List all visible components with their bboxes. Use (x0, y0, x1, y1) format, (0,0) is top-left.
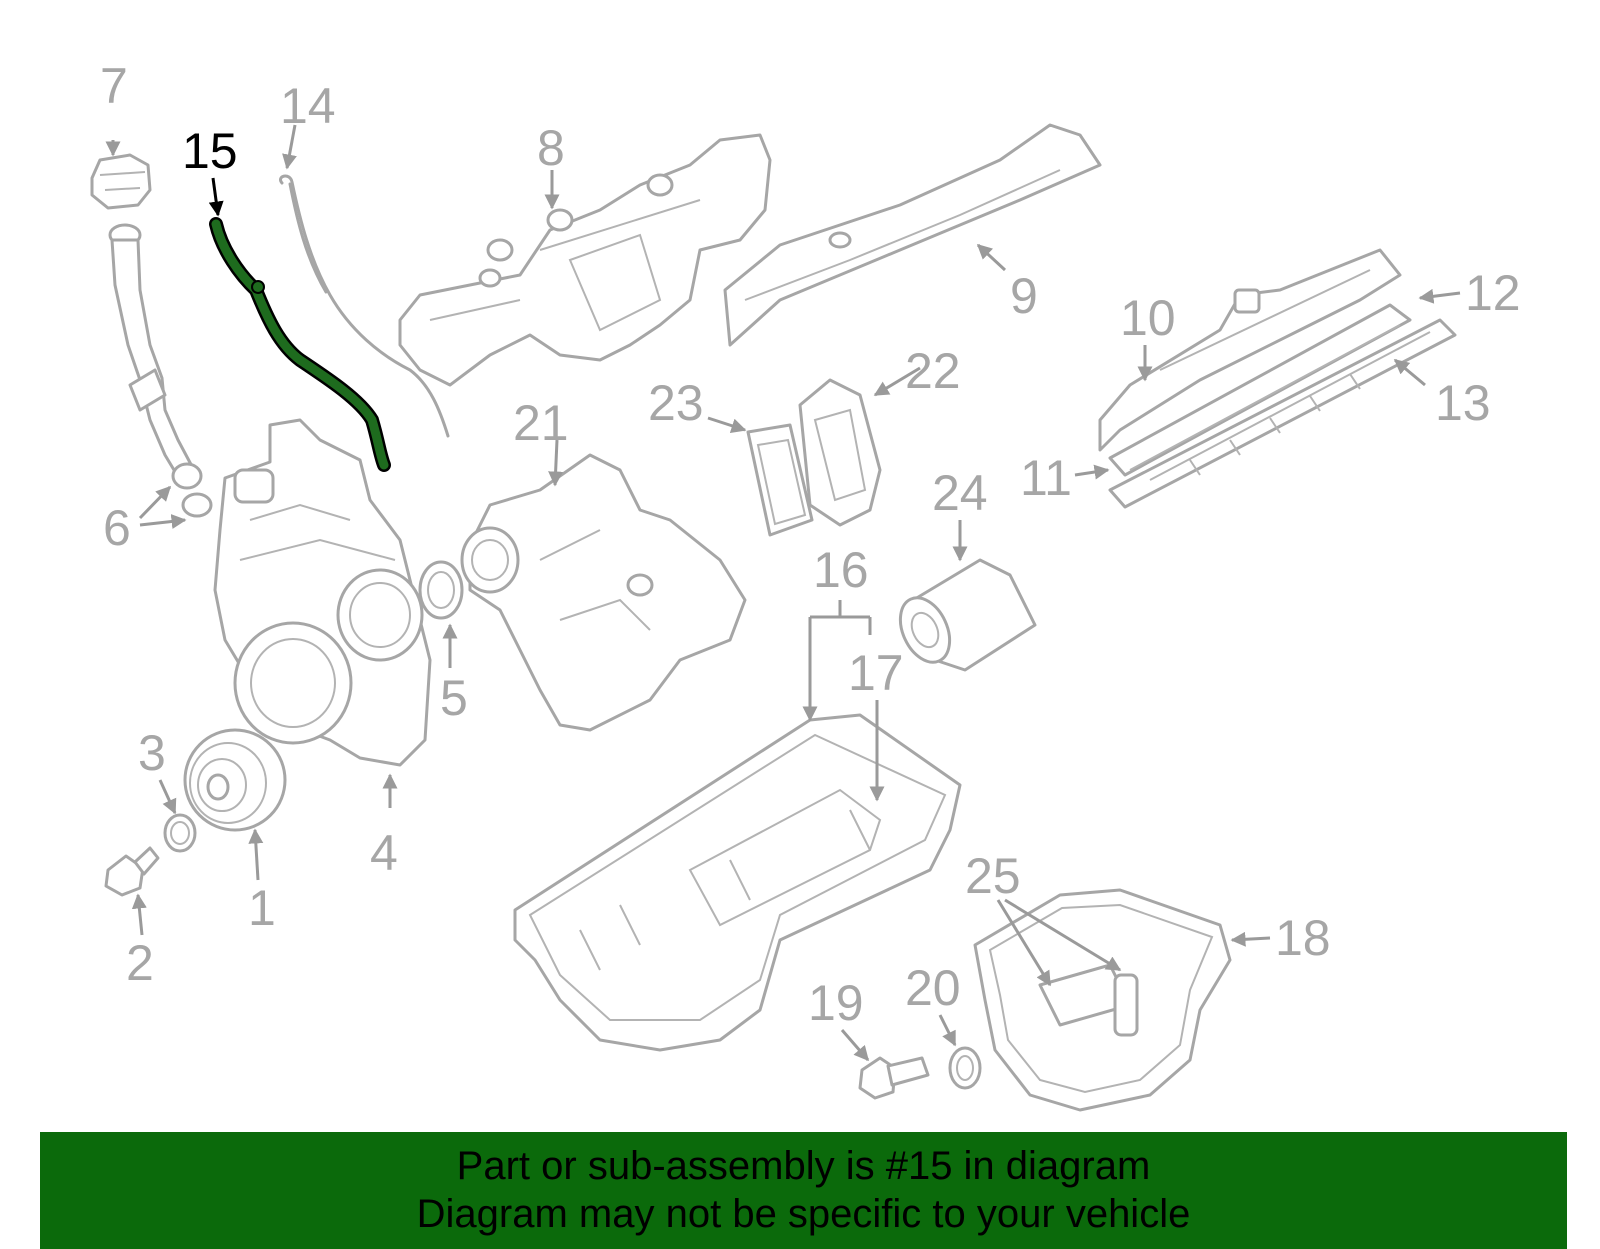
callout-8: 8 (537, 120, 565, 176)
crankshaft-pulley (183, 728, 287, 832)
dipstick (279, 174, 450, 438)
leader-lines (105, 124, 1461, 1062)
drain-plug-washer (948, 1046, 982, 1090)
valve-cover-gaskets (1108, 303, 1457, 509)
callout-12: 12 (1465, 265, 1521, 321)
pulley-washer (163, 813, 197, 853)
intake-manifold (398, 133, 772, 387)
callout-4: 4 (370, 825, 398, 881)
oil-cooler-housing (460, 453, 747, 732)
timing-cover (213, 418, 432, 767)
callout-5: 5 (440, 670, 468, 726)
banner-line-1: Part or sub-assembly is #15 in diagram (456, 1144, 1151, 1188)
dipstick-tube-highlighted (209, 217, 391, 472)
callout-16: 16 (813, 542, 869, 598)
callout-2: 2 (126, 935, 154, 991)
upper-oil-pan (513, 713, 962, 1052)
callout-17: 17 (848, 645, 904, 701)
part-info-banner: Part or sub-assembly is #15 in diagram D… (40, 1132, 1567, 1249)
access-cover (798, 378, 882, 527)
callout-19: 19 (808, 975, 864, 1031)
callout-6: 6 (103, 500, 131, 556)
manifold-cover (723, 123, 1102, 347)
lower-oil-pan (973, 888, 1232, 1112)
callout-9: 9 (1010, 268, 1038, 324)
callout-20: 20 (905, 960, 961, 1016)
callout-1: 1 (248, 880, 276, 936)
oil-filler-tube (108, 223, 213, 518)
callout-11: 11 (1020, 450, 1072, 506)
oil-filler-cap (90, 153, 152, 210)
callout-labels: 7 14 15 8 9 10 12 13 11 22 23 21 24 16 1… (100, 58, 1521, 1031)
callout-23: 23 (648, 375, 704, 431)
callout-21: 21 (513, 395, 569, 451)
banner-line-2: Diagram may not be specific to your vehi… (416, 1192, 1191, 1236)
drain-plug (858, 1056, 930, 1100)
callout-15-highlighted: 15 (182, 123, 238, 179)
callout-13: 13 (1435, 375, 1491, 431)
callout-7: 7 (100, 58, 128, 114)
callout-18: 18 (1275, 910, 1331, 966)
callout-3: 3 (138, 725, 166, 781)
cover-gasket (746, 423, 814, 537)
callout-14: 14 (280, 78, 336, 134)
pulley-bolt (104, 846, 160, 897)
callout-22: 22 (905, 343, 961, 399)
front-crankshaft-seal (418, 560, 464, 620)
valve-cover (1098, 248, 1402, 452)
callout-24: 24 (932, 465, 988, 521)
callout-10: 10 (1120, 290, 1176, 346)
oil-filter (898, 558, 1037, 672)
callout-25: 25 (965, 848, 1021, 904)
